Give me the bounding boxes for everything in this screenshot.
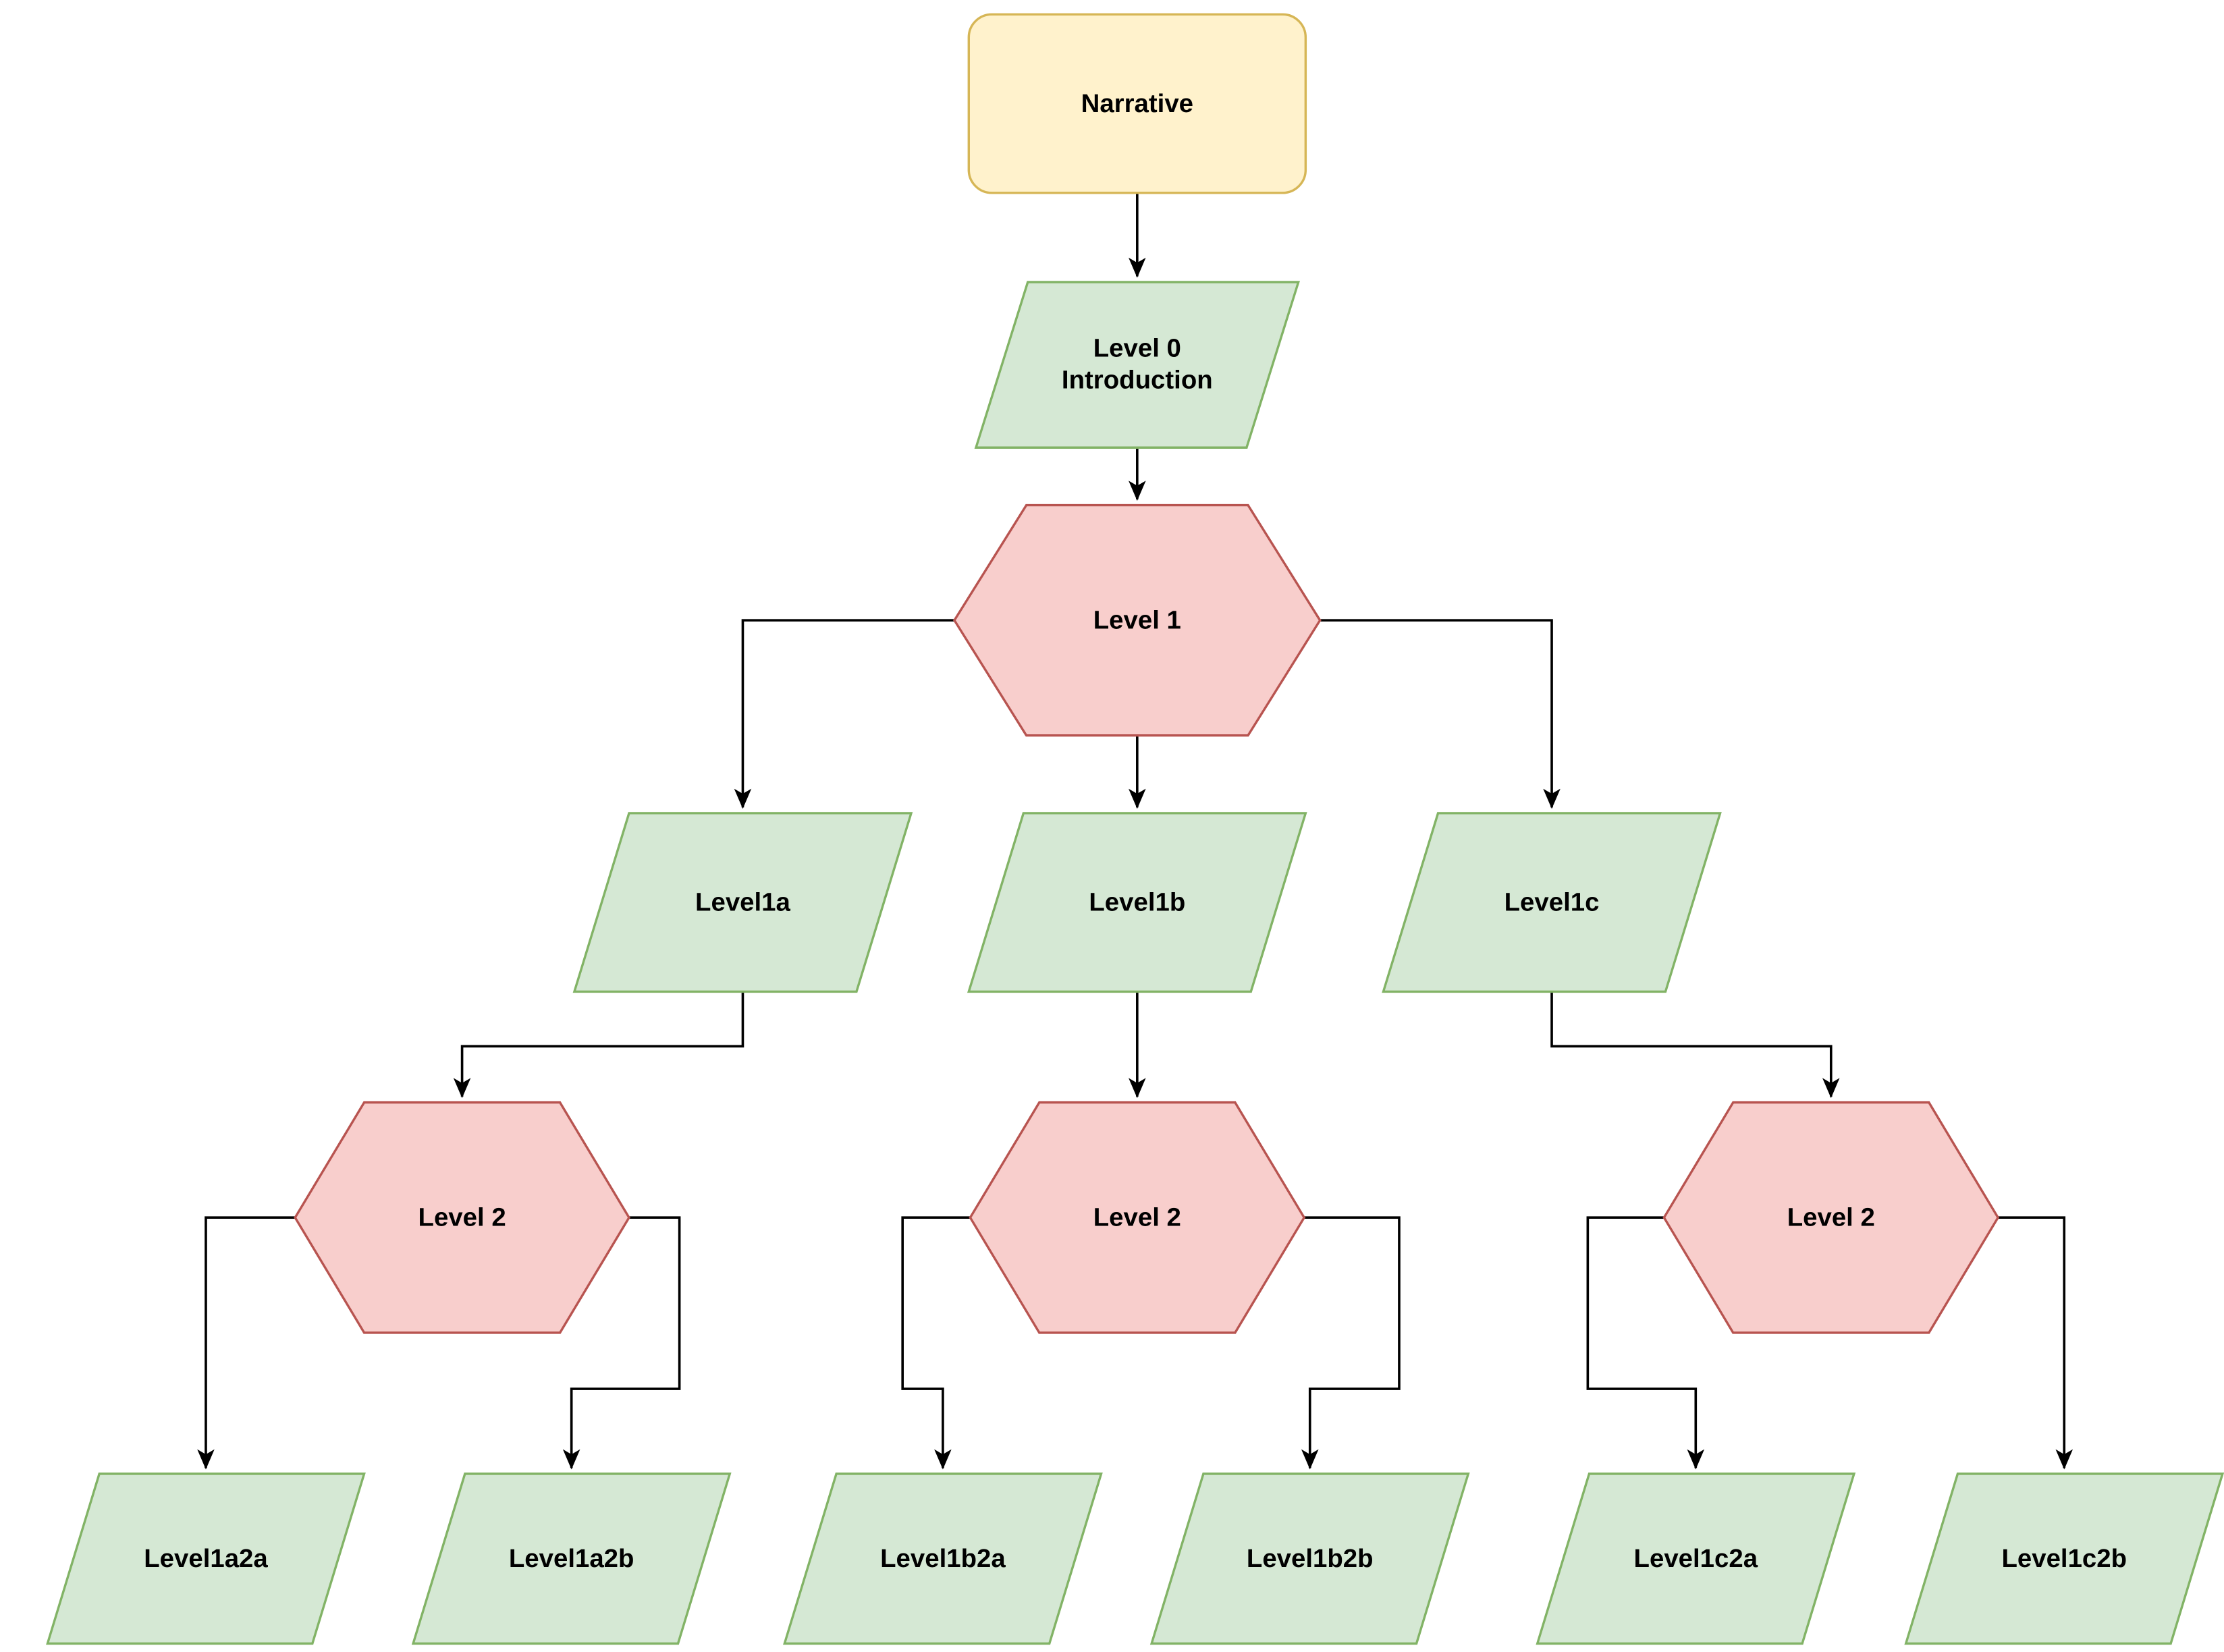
level1a2b-label: Level1a2b [509,1544,634,1573]
edge-level2b-level1b2a [901,1216,971,1470]
level1a-label: Level1a [695,888,790,917]
level1a2b-shape [411,1472,732,1645]
node-level2a: Level 2 [294,1101,630,1334]
level2b-shape [969,1101,1306,1334]
node-level1a: Level1a [572,812,913,993]
edge-level2c-level1c2a [1586,1216,1705,1470]
edge-level1-level1c [1320,619,1561,809]
edge-level1a-level2a [453,991,744,1099]
level1c-label: Level1c [1504,888,1600,917]
level2a-label: Level 2 [418,1203,506,1232]
level1a2a-label: Level1a2a [144,1544,268,1573]
level1b2b-label: Level1b2b [1247,1544,1374,1573]
edge-level2b-level1b2b [1301,1216,1401,1470]
node-level1a2b: Level1a2b [411,1472,732,1645]
level1b2a-label: Level1b2a [880,1544,1006,1573]
level1-shape [952,503,1322,737]
node-level1: Level 1 [952,503,1322,737]
level2a-shape [294,1101,630,1334]
edge-level2c-level1c2b [1998,1216,2073,1470]
node-level1b: Level1b [967,812,1307,993]
level0-shape [974,281,1301,449]
node-level1c2a: Level1c2a [1536,1472,1856,1645]
node-level1c2b: Level1c2b [1904,1472,2224,1645]
level2c-label: Level 2 [1787,1203,1875,1232]
level2c-shape [1662,1101,2000,1334]
node-level1c: Level1c [1382,812,1722,993]
level1c2b-shape [1904,1472,2224,1645]
level1c2a-shape [1536,1472,1856,1645]
node-level1b2a: Level1b2a [783,1472,1103,1645]
level1b2b-shape [1149,1472,1470,1645]
edge-level2a-level1a2a [197,1216,296,1470]
node-level0: Level 0 Introduction [974,281,1301,449]
edge-level1-level1a [734,619,954,809]
level1-label: Level 1 [1093,606,1181,635]
level1c2a-label: Level1c2a [1634,1544,1758,1573]
level1b2a-shape [783,1472,1103,1645]
level2b-label: Level 2 [1093,1203,1181,1232]
level1b-shape [967,812,1307,993]
level1b-label: Level1b [1089,888,1185,917]
edge-level1c-level2c [1550,991,1840,1099]
level1c2b-label: Level1c2b [2001,1544,2127,1573]
level1a2a-shape [46,1472,366,1645]
level1c-shape [1382,812,1722,993]
narrative-label: Narrative [1081,89,1193,118]
level1a-shape [572,812,913,993]
node-level1a2a: Level1a2a [46,1472,366,1645]
edge-layer [197,192,2073,1470]
level0-label-line1: Level 0 [1093,334,1181,363]
node-level2b: Level 2 [969,1101,1306,1334]
level0-label-line2: Introduction [1062,366,1213,395]
node-level1b2b: Level1b2b [1149,1472,1470,1645]
edge-level2a-level1a2b [562,1216,681,1470]
narrative-shape [967,13,1307,194]
node-narrative: Narrative [967,13,1307,194]
node-level2c: Level 2 [1662,1101,2000,1334]
